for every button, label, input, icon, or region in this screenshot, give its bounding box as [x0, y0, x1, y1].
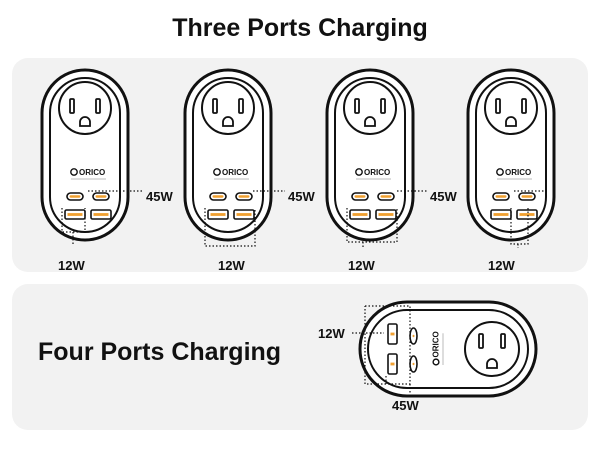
orico-logo-icon: [496, 168, 504, 176]
usb-c-port-fill: [521, 195, 533, 198]
usb-c-port-fill: [212, 195, 224, 198]
orico-logo-icon: [355, 168, 363, 176]
usb-a-port-fill: [493, 213, 509, 216]
charger-vertical-3: ORICO: [325, 68, 415, 242]
brand-block: ORICO: [432, 331, 444, 366]
outlet-slot-right: [500, 333, 506, 349]
usb-a-port-fill: [390, 332, 395, 336]
label-45w: 45W: [430, 189, 457, 204]
usb-c-port-fill: [412, 334, 415, 338]
usb-c-port-fill: [412, 362, 415, 366]
brand-text: ORICO: [79, 168, 105, 177]
charger-vertical-4: ORICO: [466, 68, 556, 242]
usb-a-port-fill: [236, 213, 252, 216]
usb-c-port-fill: [238, 195, 250, 198]
label-12w: 12W: [348, 258, 375, 273]
dotted-leader: [204, 208, 256, 247]
label-45w: 45W: [146, 189, 173, 204]
usb-c-port-fill: [495, 195, 507, 198]
usb-a-port-fill: [352, 213, 368, 216]
label-12w: 12W: [58, 258, 85, 273]
charger-horizontal: ORICO: [358, 300, 538, 398]
brand-text: ORICO: [222, 168, 248, 177]
charger-body: [358, 300, 538, 398]
label-12w: 12W: [488, 258, 515, 273]
orico-logo-icon: [70, 168, 78, 176]
usb-c-port-fill: [380, 195, 392, 198]
brand-text: ORICO: [432, 331, 441, 357]
usb-a-port-fill: [93, 213, 109, 216]
usb-c-port-fill: [69, 195, 81, 198]
usb-a-port-fill: [210, 213, 226, 216]
orico-logo-icon: [213, 168, 221, 176]
outlet-icon: [464, 321, 520, 377]
usb-a-port-fill: [67, 213, 83, 216]
brand-text: ORICO: [364, 168, 390, 177]
label-45w: 45W: [392, 398, 419, 413]
usb-c-port-fill: [354, 195, 366, 198]
usb-c-port-fill: [95, 195, 107, 198]
label-12w: 12W: [218, 258, 245, 273]
outlet-ground: [486, 358, 498, 369]
charger-vertical-1: ORICO: [40, 68, 130, 242]
label-12w: 12W: [318, 326, 345, 341]
label-45w: 45W: [288, 189, 315, 204]
usb-a-port-fill: [378, 213, 394, 216]
orico-logo-icon: [432, 358, 440, 366]
charger-vertical-2: ORICO: [183, 68, 273, 242]
brand-text: ORICO: [505, 168, 531, 177]
outlet-slot-left: [478, 333, 484, 349]
usb-a-port-fill: [390, 362, 395, 366]
dotted-leader: [510, 208, 529, 245]
four-ports-title: Four Ports Charging: [38, 338, 282, 366]
three-ports-title: Three Ports Charging: [172, 14, 428, 42]
usb-a-port-fill: [519, 213, 535, 216]
